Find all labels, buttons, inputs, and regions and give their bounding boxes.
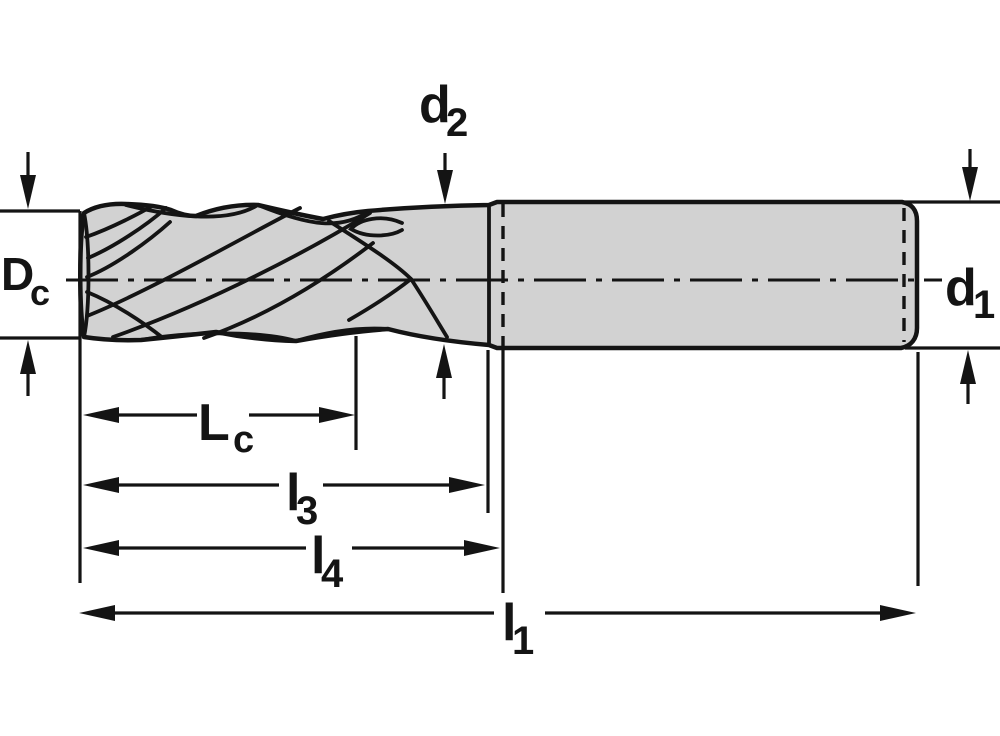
flute-runout-line — [347, 277, 413, 322]
label-overall-length-l1: l1 — [502, 594, 534, 663]
arrowhead — [437, 170, 453, 204]
flute-helix-line — [85, 290, 165, 340]
arrowhead — [83, 477, 119, 493]
arrowhead — [20, 175, 36, 209]
flute-helix-line — [111, 211, 372, 339]
arrowhead — [319, 407, 355, 423]
label-shank-diameter-d1: d1 — [945, 259, 995, 327]
cutter-silhouette — [78, 199, 920, 351]
flute-helix-line — [84, 204, 154, 239]
label-cutting-length-Lc: Lc — [198, 394, 254, 461]
arrowhead — [449, 477, 485, 493]
label-length-l3: l3 — [286, 464, 318, 533]
label-cutting-diameter-Dc: Dc — [1, 248, 50, 313]
flute-runout-line — [327, 219, 413, 281]
cutter-detail-lines — [82, 203, 906, 347]
flute-helix-line — [85, 220, 172, 279]
flute-helix-line — [202, 241, 375, 340]
arrowhead — [960, 350, 976, 384]
flute-land-line — [124, 203, 258, 219]
dimension-l1 — [79, 605, 916, 621]
arrowhead — [83, 540, 119, 556]
dimension-l3 — [83, 477, 485, 493]
arrowhead — [464, 540, 500, 556]
flute-curl-line — [348, 216, 404, 238]
arrowhead — [880, 605, 916, 621]
flute-land-line — [294, 326, 390, 343]
label-length-l4: l4 — [311, 527, 344, 596]
dimension-lc — [83, 407, 355, 423]
arrowhead — [436, 344, 452, 378]
label-neck-diameter-d2: d2 — [419, 76, 468, 145]
arrowhead — [79, 605, 115, 621]
arrowhead — [83, 407, 119, 423]
arrowhead — [962, 167, 978, 201]
flute-land-line — [256, 203, 370, 226]
flute-runout-line — [409, 277, 449, 339]
arrowhead — [20, 340, 36, 374]
diameter-arrows — [20, 149, 978, 404]
dimension-l4 — [83, 540, 500, 556]
flute-land-line — [139, 331, 298, 343]
